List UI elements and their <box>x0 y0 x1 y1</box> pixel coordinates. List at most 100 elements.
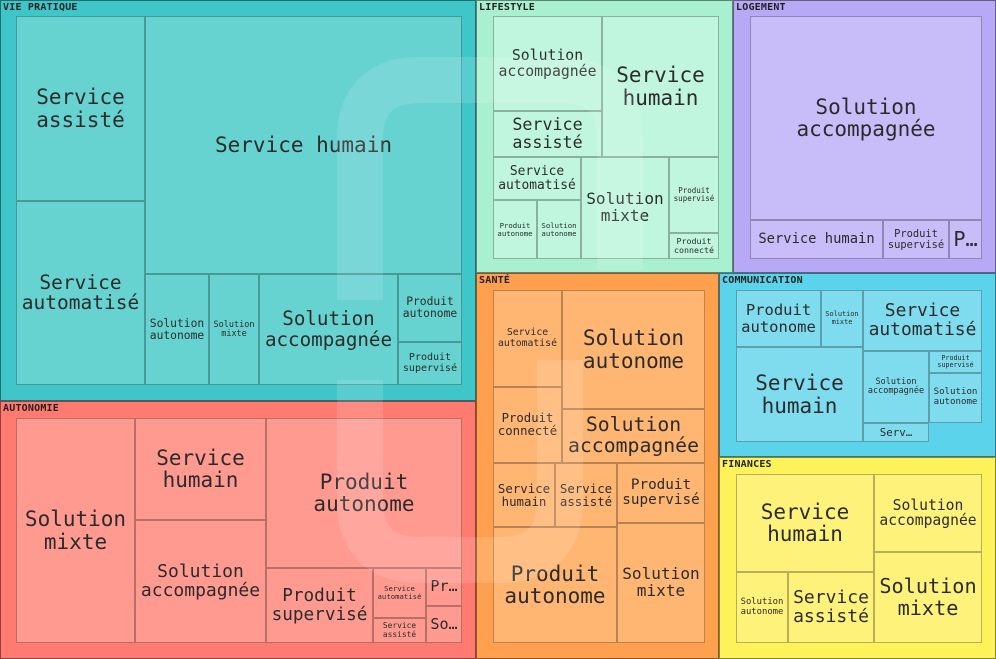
treemap-cell-label: Produit autonome <box>497 220 533 238</box>
treemap-cell[interactable]: Service humain <box>750 220 883 259</box>
treemap-cell-label: Solution autonome <box>933 387 978 407</box>
treemap-cell-label: Solution mixte <box>24 507 127 554</box>
treemap-cell-label: Solution autonome <box>149 316 205 342</box>
treemap-cell-label: Solution mixte <box>586 189 664 225</box>
treemap-group-label: SANTÉ <box>479 275 511 286</box>
treemap-cell[interactable]: Produit connecté <box>493 387 562 463</box>
treemap-cell[interactable]: Service automatisé <box>373 568 426 618</box>
treemap-cell[interactable]: Service automatisé <box>16 201 145 385</box>
treemap-cell-label: Solution mixte <box>213 319 255 339</box>
treemap-cell-label: Produit autonome <box>504 561 606 608</box>
treemap-group-label: VIE PRATIQUE <box>3 2 78 13</box>
treemap-cell[interactable]: Produit supervisé <box>266 568 373 643</box>
treemap-cell-label: Solution mixte <box>879 574 977 620</box>
treemap-cell[interactable]: Service assisté <box>788 572 874 643</box>
treemap-cell-label: Produit supervisé <box>622 477 700 508</box>
treemap-cell[interactable]: Solution mixte <box>581 157 669 259</box>
treemap-cell-label: Solution autonome <box>582 326 685 373</box>
treemap-cell[interactable]: Service assisté <box>16 16 145 201</box>
treemap-cell[interactable]: Produit supervisé <box>929 351 982 373</box>
treemap-cell-label: So… <box>430 614 458 633</box>
treemap-group-label: COMMUNICATION <box>722 275 803 286</box>
treemap-cell[interactable]: Produit autonome <box>493 527 617 643</box>
treemap-cell[interactable]: Solution mixte <box>874 552 982 643</box>
treemap-cell-label: Service humain <box>758 231 875 248</box>
treemap-cell[interactable]: Produit supervisé <box>617 463 705 523</box>
treemap-cell[interactable]: Solution mixte <box>16 418 135 643</box>
treemap-cell[interactable]: Produit autonome <box>736 290 821 347</box>
treemap-cell-label: Solution autonome <box>541 220 577 238</box>
treemap-cell[interactable]: Service humain <box>602 16 719 157</box>
treemap-cell[interactable]: Solution accompagnée <box>135 520 266 643</box>
treemap-cell-label: Service humain <box>760 499 850 546</box>
treemap-cell[interactable]: Solution autonome <box>929 373 982 423</box>
treemap-cell[interactable]: Produit supervisé <box>669 157 719 233</box>
treemap-cell[interactable]: Produit autonome <box>493 200 537 259</box>
treemap-cell-label: P… <box>953 226 978 251</box>
treemap-cell-label: Produit supervisé <box>271 585 368 625</box>
treemap-cell[interactable]: Service humain <box>145 16 462 274</box>
treemap-cell-label: Solution autonome <box>740 597 784 617</box>
treemap-cell[interactable]: Service automatisé <box>493 290 562 387</box>
treemap-cell[interactable]: Solution accompagnée <box>750 16 982 220</box>
treemap-cell[interactable]: Solution accompagnée <box>863 351 929 423</box>
treemap-cell[interactable]: Service automatisé <box>863 290 982 351</box>
treemap-group-label: LIFESTYLE <box>479 2 535 13</box>
treemap-cell[interactable]: Produit autonome <box>266 418 462 568</box>
treemap-cell-label: Service automatisé <box>498 327 557 349</box>
treemap-cell-label: Service automatisé <box>21 270 140 314</box>
treemap-cell[interactable]: Solution mixte <box>209 274 259 385</box>
treemap-cell[interactable]: Produit autonome <box>398 274 462 342</box>
treemap-cell[interactable]: Solution autonome <box>562 290 705 409</box>
treemap-cell[interactable]: Solution accompagnée <box>259 274 398 385</box>
treemap-cell-label: Service assisté <box>382 621 417 639</box>
treemap-group-5: COMMUNICATION Service humain Service autom… <box>719 273 996 457</box>
treemap-cell-label: Produit autonome <box>741 301 816 336</box>
treemap-cell-label: Solution mixte <box>825 310 859 326</box>
treemap-cell[interactable]: Pr… <box>426 568 462 606</box>
treemap-cell[interactable]: Solution autonome <box>537 200 581 259</box>
treemap-cell-label: Service automatisé <box>498 163 576 193</box>
treemap-cell[interactable]: So… <box>426 606 462 643</box>
treemap-cell-label: Service humain <box>156 445 245 492</box>
treemap-cell[interactable]: Service assisté <box>373 618 426 643</box>
treemap-cell[interactable]: P… <box>949 220 982 259</box>
treemap-cell[interactable]: Service assisté <box>555 463 617 527</box>
treemap-cell[interactable]: Produit supervisé <box>883 220 949 259</box>
treemap-cell-label: Solution accompagnée <box>867 377 925 396</box>
treemap-cell-label: Solution accompagnée <box>498 46 597 80</box>
treemap-cell-label: Solution accompagnée <box>796 94 936 141</box>
treemap-cell-label: Service humain <box>755 371 844 418</box>
treemap-cell[interactable]: Service assisté <box>493 111 602 157</box>
treemap-cell[interactable]: Produit connecté <box>669 233 719 259</box>
treemap-cell-label: Produit supervisé <box>402 352 458 374</box>
treemap-cell[interactable]: Service automatisé <box>493 157 581 200</box>
treemap-cell-label: Service humain <box>497 480 551 509</box>
treemap-cell[interactable]: Solution autonome <box>736 572 788 643</box>
treemap-cell[interactable]: Service humain <box>736 347 863 442</box>
treemap-cell-label: Service assisté <box>512 114 583 152</box>
treemap-cell[interactable]: Produit supervisé <box>398 342 462 385</box>
treemap-cell-label: Produit supervisé <box>673 186 715 203</box>
treemap-cell[interactable]: Serv… <box>863 423 929 442</box>
treemap-cell-label: Service assisté <box>36 85 125 132</box>
treemap-cell[interactable]: Solution mixte <box>617 523 705 643</box>
treemap-cell[interactable]: Solution accompagnée <box>562 409 705 463</box>
treemap-cell[interactable]: Service humain <box>493 463 555 527</box>
treemap-group-label: LOGEMENT <box>736 2 786 13</box>
treemap-cell[interactable]: Service humain <box>135 418 266 520</box>
treemap-cell[interactable]: Solution accompagnée <box>493 16 602 111</box>
treemap-cell-label: Produit supervisé <box>887 227 945 251</box>
treemap-cell-label: Produit supervisé <box>937 353 974 369</box>
treemap-cell[interactable]: Solution autonome <box>145 274 209 385</box>
treemap-cell-label: Solution accompagnée <box>140 560 261 601</box>
treemap-cell[interactable]: Solution mixte <box>821 290 863 347</box>
treemap-cell[interactable]: Solution accompagnée <box>874 474 982 552</box>
treemap-cell[interactable]: Service humain <box>736 474 874 572</box>
treemap-cell-label: Service assisté <box>793 586 869 627</box>
